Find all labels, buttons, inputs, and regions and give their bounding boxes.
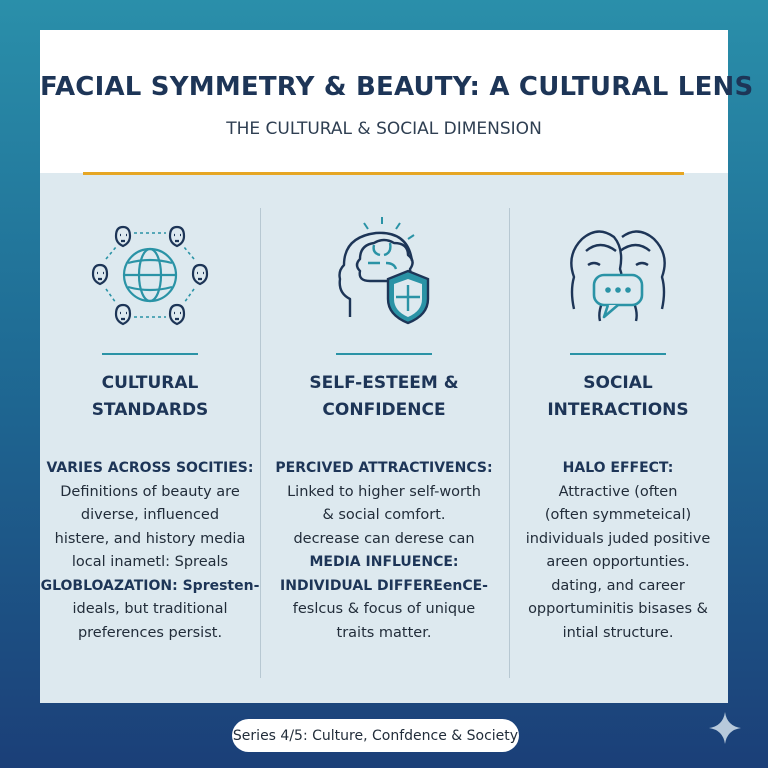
page-subtitle: THE CULTURAL & SOCIAL DIMENSION [226,119,542,139]
globe-faces-icon [91,225,209,326]
body-line: Definitions of beauty are [60,483,240,500]
column-body: VARIES ACROSS SOCITIES: Definitions of b… [40,457,260,645]
section-accent-line [102,353,198,355]
body-line: traits matter. [336,624,432,641]
body-line: PERCIVED ATTRACTIVENCS: [275,460,493,476]
body-line: diverse, influenced [80,507,220,523]
body-line: Linked to higher self-worth [287,483,481,500]
body-line: opportuminitis bisases & [528,601,708,617]
column-heading-line: SELF-ESTEEM & [309,373,459,393]
column-heading-line: SOCIAL [583,373,653,393]
series-footer-label: Series 4/5: Culture, Confdence & Society [232,719,519,752]
body-line: decrease can derese can [293,530,475,547]
column-heading: CULTURAL STANDARDS [40,370,260,424]
body-line: intial structure. [562,624,674,641]
body-line: HALO EFFECT: [562,460,674,476]
body-line: dating, and career [551,577,685,594]
column-heading-line: STANDARDS [91,400,209,420]
body-line: VARIES ACROSS SOCITIES: [46,460,254,476]
infographic-card: FACIAL SYMMETRY & BEAUTY: A CULTURAL LEN… [40,30,754,703]
body-line: GLOBLOAZATION: Spresten- [40,577,260,594]
body-line: local inametl: Spreals [71,554,229,570]
body-line: preferences persist. [77,624,223,641]
brain-shield-icon [338,217,430,325]
section-accent-line [570,353,666,355]
column-heading: SOCIAL INTERACTIONS [508,370,728,424]
column-heading: SELF-ESTEEM & CONFIDENCE [274,370,494,424]
sparkle-icon [709,712,741,744]
two-faces-chat-icon [570,230,666,322]
section-accent-line [336,353,432,355]
column-cultural-standards: CULTURAL STANDARDS VARIES ACROSS SOCITIE… [40,30,260,703]
column-self-esteem: SELF-ESTEEM & CONFIDENCE PERCIVED ATTRAC… [274,30,494,703]
body-line: individuals juded positive [525,530,711,547]
header: FACIAL SYMMETRY & BEAUTY: A CULTURAL LEN… [40,30,754,173]
body-line: MEDIA INFLUENCE: [309,554,459,570]
body-line: histere, and history media [54,530,246,547]
body-line: INDIVIDUAL DIFFEREenCE- [280,577,488,594]
column-body: HALO EFFECT: Attractive (often (often sy… [508,457,728,645]
body-line: & social comfort. [322,507,446,523]
column-divider [260,208,261,678]
column-heading-line: CULTURAL [101,373,199,393]
column-body: PERCIVED ATTRACTIVENCS: Linked to higher… [274,457,494,645]
body-line: feslcus & focus of unique [292,601,476,617]
body-line: (often symmeteical) [544,507,692,523]
body-line: areen opportunties. [546,554,690,570]
gold-divider [83,172,684,175]
page-title: FACIAL SYMMETRY & BEAUTY: A CULTURAL LEN… [40,72,754,102]
body-line: Attractive (often [558,483,678,500]
column-social-interactions: SOCIAL INTERACTIONS HALO EFFECT: Attract… [508,30,728,703]
column-heading-line: CONFIDENCE [322,400,446,420]
body-line: ideals, but traditional [72,601,228,617]
column-heading-line: INTERACTIONS [547,400,689,420]
column-divider [509,208,510,678]
